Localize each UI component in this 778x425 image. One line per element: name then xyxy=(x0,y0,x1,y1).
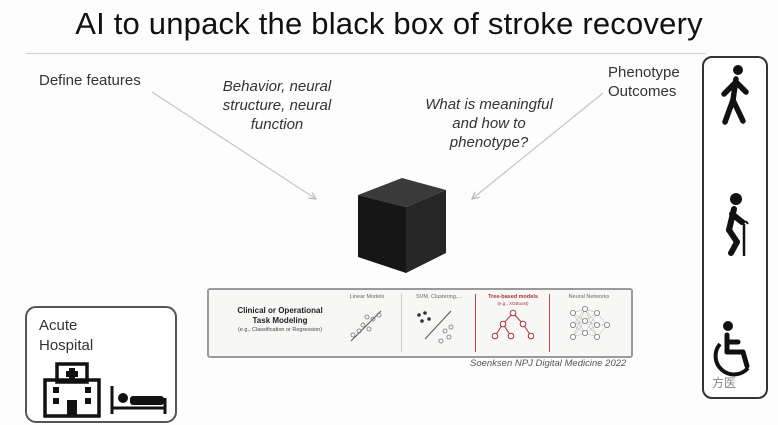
column-divider xyxy=(475,294,476,352)
svm-clustering-column: SVM, Clustering,... xyxy=(405,294,473,352)
hospital-building-icon xyxy=(43,362,101,418)
task-modeling-label: Clinical or Operational Task Modeling (e… xyxy=(237,306,323,333)
ml-models-panel: Clinical or Operational Task Modeling (e… xyxy=(207,288,633,358)
arrow-left xyxy=(151,91,316,199)
title-divider xyxy=(26,53,706,54)
tree-models-column: Tree-based models (e.g., XGBoost) xyxy=(479,294,547,352)
behavior-label: Behavior, neural structure, neural funct… xyxy=(222,78,332,133)
arrow-right xyxy=(472,92,604,199)
define-features-label: Define features xyxy=(39,72,141,89)
svm-cluster-icon xyxy=(417,310,454,344)
wheelchair-icon xyxy=(713,321,750,377)
meaningful-label: What is meaningful and how to phenotype? xyxy=(425,96,553,151)
column-divider xyxy=(549,294,550,352)
decision-tree-icon xyxy=(491,309,535,340)
watermark-text: 方医 xyxy=(712,376,737,390)
acute-hospital-label: Acute Hospital xyxy=(39,317,94,354)
neural-networks-column: Neural Networks xyxy=(555,294,623,352)
hospital-bed-icon xyxy=(110,386,167,414)
walking-person-icon xyxy=(721,65,749,125)
black-box-cube xyxy=(358,178,446,273)
linear-models-column: Linear Models xyxy=(333,294,401,352)
linear-scatter-icon xyxy=(350,310,382,342)
person-with-cane-icon xyxy=(726,193,749,256)
neural-network-icon xyxy=(569,306,611,341)
citation: Soenksen NPJ Digital Medicine 2022 xyxy=(470,358,627,369)
column-divider xyxy=(401,294,402,352)
acute-hospital-box: Acute Hospital xyxy=(25,306,177,423)
outcomes-strip: 方医 xyxy=(702,56,768,399)
phenotype-outcomes-label: Phenotype Outcomes xyxy=(608,64,680,100)
slide-title: AI to unpack the black box of stroke rec… xyxy=(75,6,703,41)
